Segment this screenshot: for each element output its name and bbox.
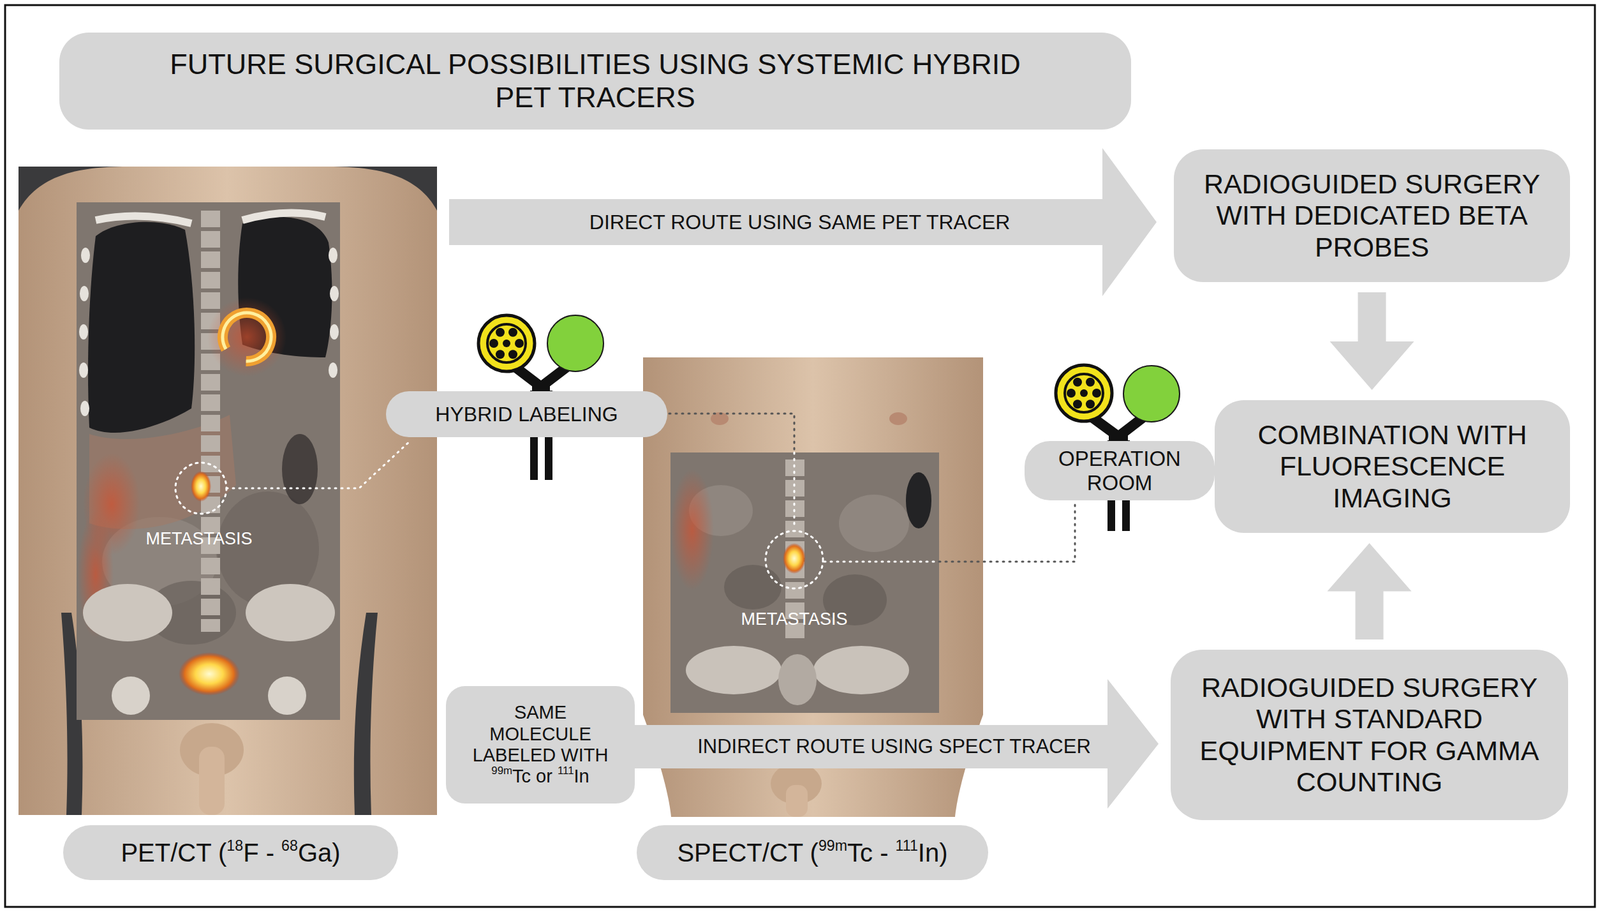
superscript: 111 (557, 764, 575, 778)
nipple (889, 412, 908, 425)
route-label: INDIRECT ROUTE USING SPECT TRACER (697, 734, 1091, 758)
pet-background (18, 166, 438, 815)
box-label: SPECT/CT (99mTc - 111In) (649, 837, 976, 867)
rib (79, 362, 89, 378)
kidney (281, 433, 318, 504)
radiation-symbol (478, 315, 535, 372)
clavicle (242, 213, 326, 221)
title-box: FUTURE SURGICAL POSSIBILITIES USING SYST… (59, 32, 1132, 130)
route-arrow: INDIRECT ROUTE USING SPECT TRACER (634, 678, 1159, 809)
leader-line (793, 452, 796, 529)
title: FUTURE SURGICAL POSSIBILITIES USING SYST… (142, 47, 1049, 115)
superscript: 18 (226, 837, 244, 854)
caption-box: PET/CT (18F - 68Ga) (63, 824, 399, 880)
box-label: HYBRID LABELING (396, 402, 658, 427)
arm-gap (354, 612, 378, 815)
label-box: OPERATION ROOM (1024, 440, 1215, 501)
bowel (724, 564, 782, 610)
metastasis-circle (175, 462, 227, 514)
pelvis (813, 645, 910, 695)
label-box: HYBRID LABELING (385, 391, 668, 438)
bowel (838, 494, 910, 552)
leader-line (226, 439, 412, 489)
heart-uptake (213, 303, 281, 371)
ribs (79, 247, 339, 416)
genital (785, 784, 808, 817)
rib (79, 324, 89, 340)
gas (905, 472, 932, 529)
clavicle (95, 216, 192, 224)
superscript: 111 (895, 837, 919, 854)
arrow-band (634, 678, 1159, 809)
box-label: RADIOGUIDED SURGERY WITH DEDICATED BETA … (1189, 168, 1555, 263)
body (18, 166, 438, 815)
metastasis-hotspot (782, 542, 806, 574)
leader-line (939, 502, 1075, 562)
radiation-symbol (1055, 364, 1112, 422)
box-label: PET/CT (18F - 68Ga) (75, 837, 386, 867)
heart-uptake (213, 303, 281, 371)
lung (88, 222, 195, 433)
caption-box: SPECT/CT (99mTc - 111In) (636, 824, 989, 880)
label-holder: METASTASIS (666, 609, 922, 630)
superscript: 68 (281, 837, 298, 854)
genital (199, 746, 225, 815)
heart-glow (207, 297, 287, 377)
femoral-head (111, 676, 150, 715)
route-label: DIRECT ROUTE USING SAME PET TRACER (589, 210, 1011, 235)
note-box: SAME MOLECULE LABELED WITH 99mTc or 111I… (445, 685, 635, 804)
superscript: 99m (818, 837, 848, 854)
rib (81, 247, 90, 263)
metastasis-circle (765, 530, 823, 589)
block-arrow (1327, 542, 1412, 640)
bladder-uptake (178, 651, 240, 696)
leader-line (824, 560, 940, 563)
label-holder: METASTASIS (71, 528, 327, 549)
arrow-band (449, 148, 1157, 297)
rib (79, 285, 89, 302)
rib (80, 400, 90, 416)
image-label: METASTASIS (666, 609, 922, 630)
femoral-head (267, 676, 307, 715)
leader-line (669, 413, 795, 453)
process-box: RADIOGUIDED SURGERY WITH DEDICATED BETA … (1173, 149, 1571, 282)
pelvis (82, 583, 173, 642)
box-label: COMBINATION WITH FLUORESCENCE IMAGING (1229, 419, 1555, 514)
ct-slice (76, 202, 341, 720)
image-label: METASTASIS (71, 528, 327, 549)
box-label: SAME MOLECULE LABELED WITH 99mTc or 111I… (466, 701, 615, 787)
rib (329, 285, 339, 302)
pelvis (685, 645, 782, 695)
route-arrow: DIRECT ROUTE USING SAME PET TRACER (449, 148, 1157, 297)
frame (5, 5, 1595, 907)
box-label: RADIOGUIDED SURGERY WITH STANDARD EQUIPM… (1185, 671, 1553, 799)
box-label: OPERATION ROOM (1034, 446, 1205, 496)
process-box: COMBINATION WITH FLUORESCENCE IMAGING (1214, 400, 1571, 533)
rib (329, 324, 339, 340)
rib (328, 247, 338, 263)
superscript: 99m (491, 764, 513, 778)
fluorescent-dye (547, 315, 604, 372)
process-box: RADIOGUIDED SURGERY WITH STANDARD EQUIPM… (1170, 649, 1569, 820)
fluorescent-dye (1123, 365, 1180, 422)
sacrum (778, 653, 817, 705)
rib (328, 362, 338, 378)
spine (200, 210, 221, 632)
ct-slice (670, 452, 940, 713)
metastasis-hotspot (190, 470, 212, 502)
uptake (670, 468, 714, 591)
block-arrow (1330, 292, 1415, 390)
pelvis (245, 583, 335, 642)
